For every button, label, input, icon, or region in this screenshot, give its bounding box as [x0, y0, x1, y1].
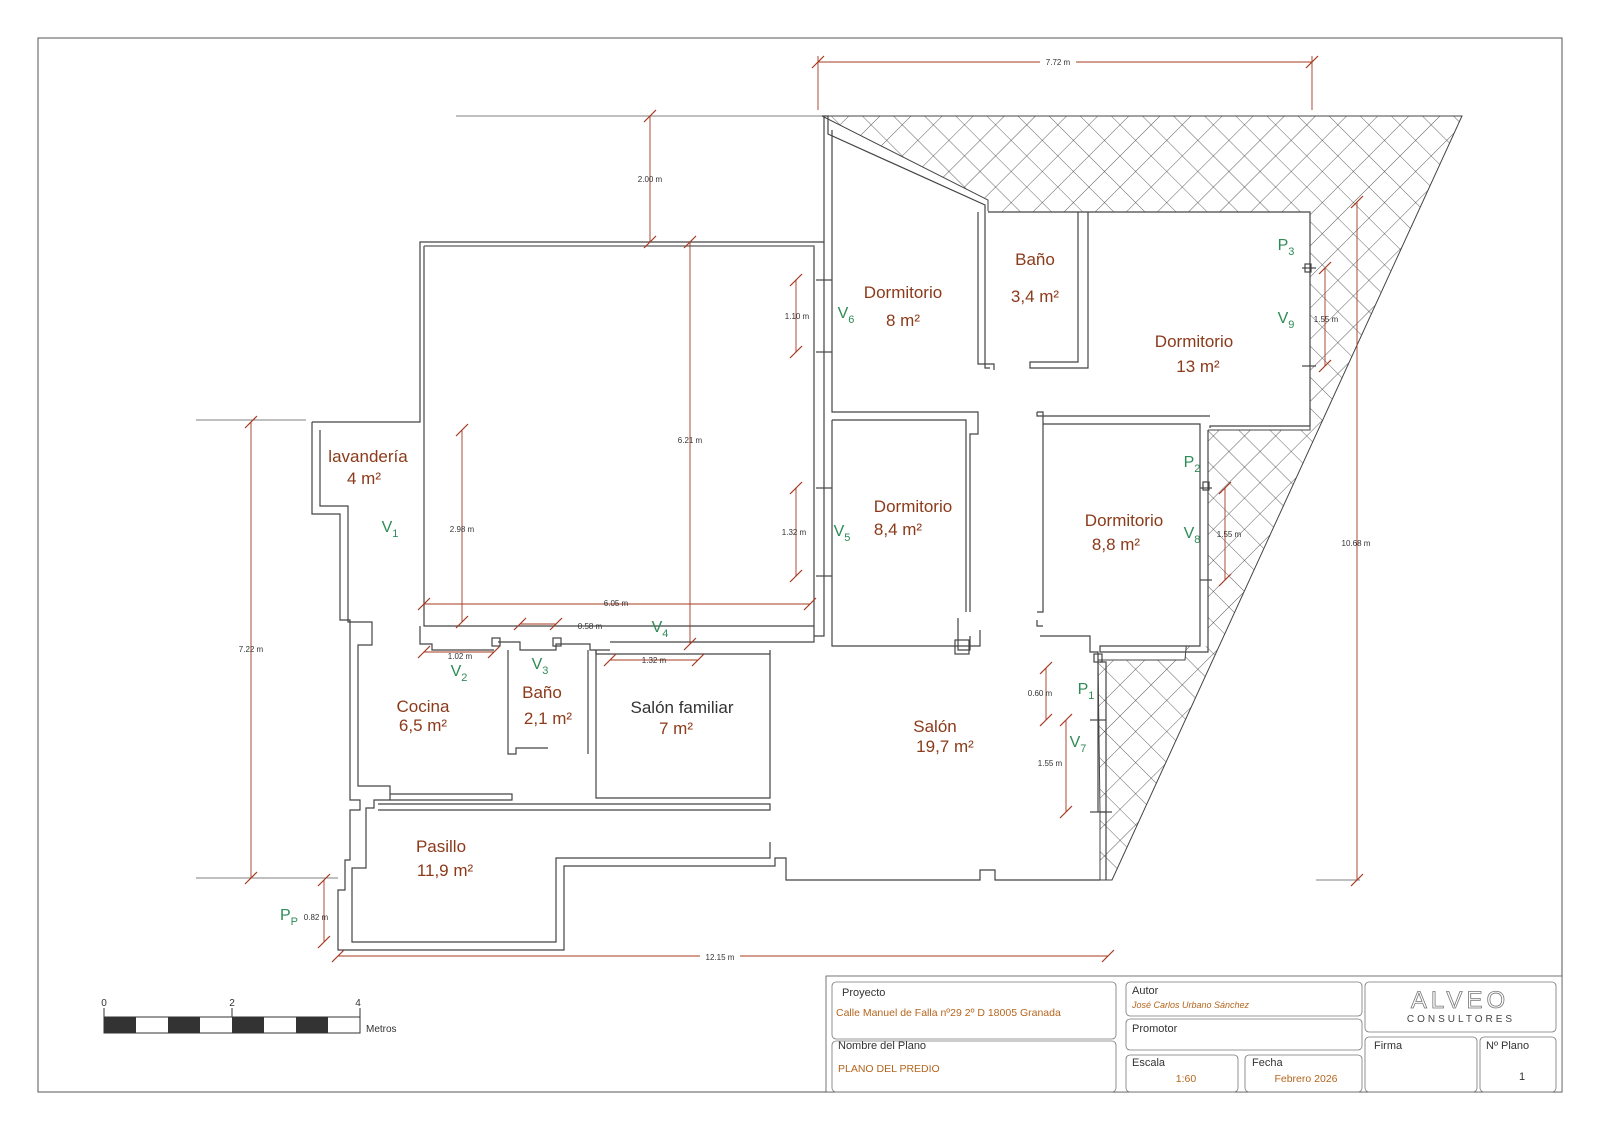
scale-unit: Metros [366, 1024, 397, 1035]
logo-alveo: ALVEO [1411, 987, 1509, 1014]
room-pasillo-name: Pasillo [416, 837, 466, 856]
tb-nplano-value: 1 [1519, 1071, 1525, 1083]
marker-v8: V8 [1184, 525, 1201, 546]
tb-autor-value: José Carlos Urbano Sánchez [1131, 1000, 1250, 1010]
room-salon-familiar-name: Salón familiar [631, 698, 734, 717]
room-dormitorio-88-name: Dormitorio [1085, 511, 1163, 530]
room-dormitorio-13-area: 13 m² [1176, 357, 1220, 376]
dim-bottom-width: 12.15 m [706, 953, 735, 962]
room-salon-name: Salón [913, 717, 956, 736]
tb-firma-label: Firma [1374, 1040, 1403, 1052]
opening-markers: V1 V2 V3 V4 V5 V6 V7 V8 V9 P1 P2 P3 PP [280, 237, 1294, 928]
room-dormitorio-84-area: 8,4 m² [874, 520, 923, 539]
scale-tick-0: 0 [101, 998, 107, 1009]
room-labels: lavandería 4 m² Cocina 6,5 m² Baño 2,1 m… [328, 250, 1233, 880]
title-block: Proyecto Calle Manuel de Falla nº29 2º D… [825, 975, 1563, 1093]
dim-v5-width: 1.32 m [782, 528, 807, 537]
marker-p1: P1 [1078, 681, 1095, 702]
room-cocina-area: 6,5 m² [399, 716, 448, 735]
dim-right-height: 10.68 m [1342, 539, 1371, 548]
marker-v5: V5 [834, 523, 851, 544]
dim-patio-height: 6.21 m [678, 436, 703, 445]
dim-v7-width: 1.55 m [1038, 759, 1063, 768]
room-bano-small-area: 2,1 m² [524, 709, 573, 728]
tb-nombre-value: PLANO DEL PREDIO [838, 1063, 940, 1075]
dim-top-width: 7.72 m [1046, 58, 1071, 67]
tb-proyecto-label: Proyecto [842, 987, 885, 999]
dim-p1-width: 0.60 m [1028, 689, 1053, 698]
dim-v9-width: 1.55 m [1314, 315, 1339, 324]
tb-escala-label: Escala [1132, 1057, 1166, 1069]
dimension-labels: 7.72 m 2.00 m 1.10 m 6.21 m 1.55 m 10.68… [239, 57, 1371, 962]
room-dormitorio-84-name: Dormitorio [874, 497, 952, 516]
room-bano-top-area: 3,4 m² [1011, 287, 1060, 306]
room-cocina-name: Cocina [397, 697, 450, 716]
dim-v2-width: 1.02 m [448, 652, 473, 661]
room-bano-small-name: Baño [522, 683, 562, 702]
marker-v6: V6 [838, 305, 855, 326]
dim-v8-width: 1.55 m [1217, 530, 1242, 539]
room-salon-familiar-area: 7 m² [659, 719, 693, 738]
extension-lines [196, 115, 1360, 881]
room-dormitorio-88-area: 8,8 m² [1092, 535, 1141, 554]
marker-v2: V2 [451, 663, 468, 684]
dim-lav-height: 2.98 m [450, 525, 475, 534]
dim-v6-width: 1.10 m [785, 312, 810, 321]
marker-v9: V9 [1278, 310, 1295, 331]
marker-pp: PP [280, 907, 298, 928]
marker-v4: V4 [652, 619, 669, 640]
scale-bar: 0 2 4 Metros [101, 998, 396, 1035]
tb-escala-value: 1:60 [1176, 1073, 1197, 1085]
marker-v3: V3 [532, 656, 549, 677]
room-salon-area: 19,7 m² [916, 737, 974, 756]
walls [311, 115, 1316, 951]
tb-promotor-label: Promotor [1132, 1023, 1178, 1035]
tb-nplano-label: Nº Plano [1486, 1040, 1529, 1052]
tb-fecha-label: Fecha [1252, 1057, 1283, 1069]
dim-setback: 2.00 m [638, 175, 663, 184]
dim-v4-width: 1.32 m [642, 656, 667, 665]
room-dormitorio-13-name: Dormitorio [1155, 332, 1233, 351]
tb-nombre-label: Nombre del Plano [838, 1040, 926, 1052]
marker-p3: P3 [1278, 237, 1295, 258]
marker-v7: V7 [1070, 734, 1087, 755]
dim-pp-width: 0.82 m [304, 913, 329, 922]
room-lavanderia-name: lavandería [328, 447, 408, 466]
tb-proyecto-value: Calle Manuel de Falla nº29 2º D 18005 Gr… [836, 1007, 1061, 1019]
logo-consultores: CONSULTORES [1407, 1014, 1515, 1025]
room-bano-top-name: Baño [1015, 250, 1055, 269]
tb-fecha-value: Febrero 2026 [1274, 1073, 1337, 1085]
dim-left-height: 7.22 m [239, 645, 264, 654]
room-lavanderia-area: 4 m² [347, 469, 381, 488]
tb-autor-label: Autor [1132, 985, 1159, 997]
marker-v1: V1 [382, 519, 399, 540]
dim-v3-width: 0.58 m [578, 622, 603, 631]
room-dormitorio-8-area: 8 m² [886, 311, 920, 330]
marker-p2: P2 [1184, 454, 1201, 475]
scale-tick-2: 2 [229, 998, 235, 1009]
sheet-border [37, 37, 1563, 1093]
room-dormitorio-8-name: Dormitorio [864, 283, 942, 302]
dim-patio-width: 6.05 m [604, 599, 629, 608]
scale-tick-4: 4 [355, 998, 361, 1009]
room-pasillo-area: 11,9 m² [417, 861, 474, 880]
